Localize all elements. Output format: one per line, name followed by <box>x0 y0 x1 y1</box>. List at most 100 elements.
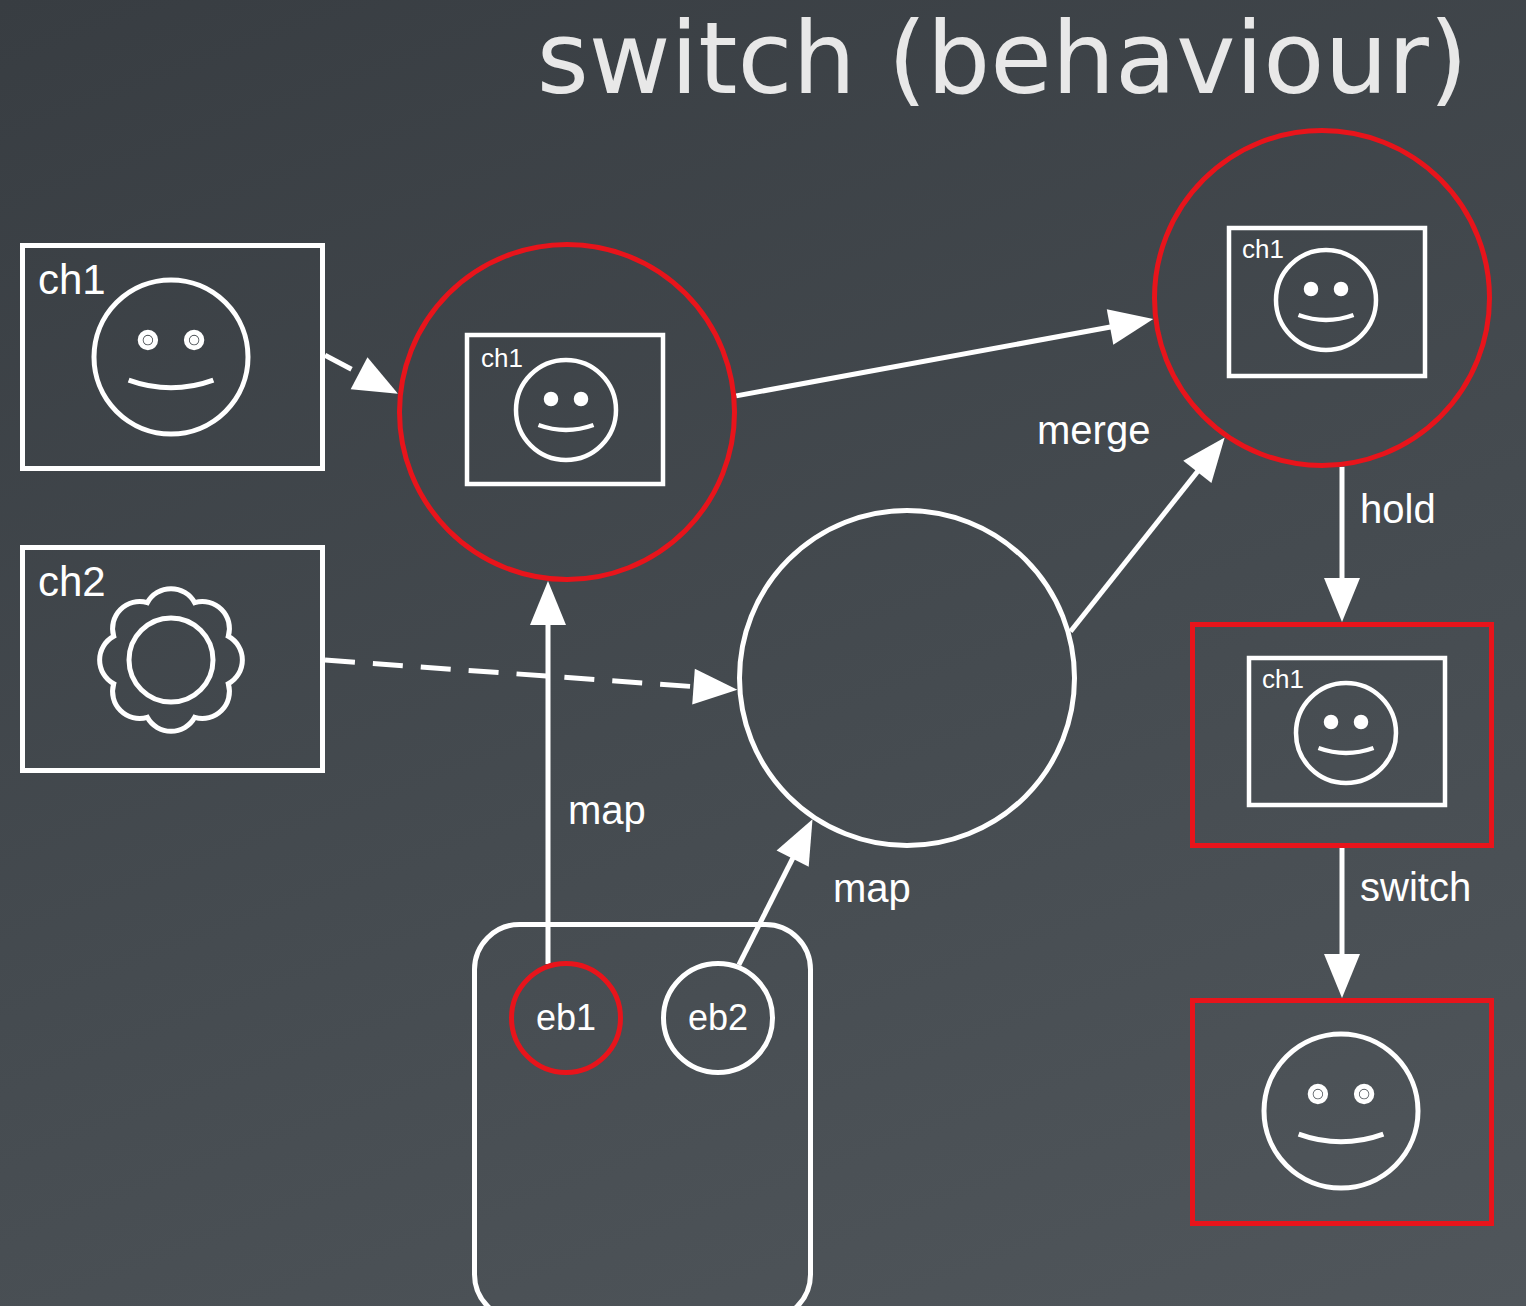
connector-line <box>325 355 364 376</box>
eye <box>576 394 586 404</box>
node-shape <box>737 508 1077 848</box>
smiley-face <box>516 360 616 460</box>
eye <box>1336 284 1346 294</box>
node-shape: ch1 <box>397 242 737 582</box>
edge-label: map <box>568 788 646 832</box>
arrowhead <box>351 357 398 393</box>
circle-outline <box>740 511 1075 846</box>
pupil <box>1310 288 1313 291</box>
face-outline <box>516 360 616 460</box>
node-shape: ch2 <box>20 545 325 773</box>
node-shape: ch1 <box>1190 622 1494 848</box>
petals <box>100 589 243 732</box>
eye <box>1326 717 1336 727</box>
connector <box>736 309 1153 396</box>
edge-label: hold <box>1360 487 1436 531</box>
pupil <box>1330 721 1333 724</box>
inner-frame <box>1249 658 1445 805</box>
arrowhead <box>692 669 737 705</box>
face-outline <box>1296 683 1396 783</box>
node-label: ch1 <box>481 344 523 373</box>
smiley-face <box>1276 250 1376 350</box>
edge-label: switch <box>1360 865 1471 909</box>
face-outline <box>94 280 248 434</box>
face-outline <box>1276 250 1376 350</box>
title: switch (behaviour) <box>537 4 1468 114</box>
arrowhead <box>1324 954 1360 998</box>
box-outline <box>23 548 323 771</box>
circle-outline <box>1155 131 1490 466</box>
pupil <box>1316 1092 1320 1096</box>
eye <box>1356 1086 1371 1101</box>
connector-line <box>1070 467 1201 631</box>
node-shape: eb1 eb2 <box>472 922 813 1306</box>
box-outline <box>23 246 323 469</box>
smile <box>129 380 214 388</box>
circle-outline <box>400 245 735 580</box>
connector <box>1070 437 1224 631</box>
node-shape <box>1190 998 1494 1226</box>
node-shape: ch1 <box>20 243 325 471</box>
arrowhead <box>1107 309 1154 344</box>
eye <box>140 332 155 347</box>
pupil <box>146 338 150 342</box>
smile <box>1319 748 1374 753</box>
smiley-face <box>1264 1034 1418 1188</box>
eye <box>186 332 201 347</box>
shape-outline <box>1152 128 1492 468</box>
face-outline <box>1264 1034 1418 1188</box>
inner-frame <box>467 335 663 484</box>
pupil <box>192 338 196 342</box>
node-shape: eb2 <box>661 961 775 1075</box>
node-label: ch1 <box>38 257 106 303</box>
box-outline <box>1193 1001 1492 1224</box>
connector <box>530 581 566 964</box>
arrowhead <box>1183 437 1224 483</box>
shape-outline <box>737 508 1077 848</box>
edge-label: map <box>833 866 911 910</box>
node-shape: ch1 <box>1152 128 1492 468</box>
box-outline <box>475 925 811 1306</box>
connector-line <box>1340 467 1345 584</box>
shape-outline <box>397 242 737 582</box>
node-label: ch1 <box>1242 235 1284 264</box>
node-shape: eb1 <box>509 961 623 1075</box>
connector-line <box>1340 848 1345 960</box>
shape-outline <box>1190 622 1494 848</box>
edge-label: merge <box>1037 408 1150 452</box>
smile <box>1299 315 1354 320</box>
node-label: ch1 <box>1262 665 1304 694</box>
flower-centre <box>129 618 213 702</box>
pupil <box>550 398 553 401</box>
connector <box>1324 848 1360 998</box>
node-label: ch2 <box>38 559 106 605</box>
connector <box>325 355 398 394</box>
connector <box>325 660 737 704</box>
pupil <box>580 398 583 401</box>
pupil <box>1362 1092 1366 1096</box>
flower-icon <box>100 589 243 732</box>
arrowhead <box>1324 578 1360 622</box>
shape-outline <box>1190 998 1494 1226</box>
smiley-face <box>94 280 248 434</box>
box-outline <box>1193 625 1492 846</box>
smile <box>539 425 594 430</box>
arrowhead <box>777 819 813 866</box>
connector-line <box>739 853 796 965</box>
smiley-face <box>1296 683 1396 783</box>
eye <box>1306 284 1316 294</box>
pupil <box>1340 288 1343 291</box>
connector-line <box>736 326 1116 396</box>
shape-outline <box>472 922 813 1306</box>
node-label: eb1 <box>509 961 623 1075</box>
connector-line <box>546 619 551 964</box>
pupil <box>1360 721 1363 724</box>
eye <box>546 394 556 404</box>
eye <box>1310 1086 1325 1101</box>
arrowhead <box>530 581 566 625</box>
eye <box>1356 717 1366 727</box>
connector-line <box>325 660 700 687</box>
node-label: eb2 <box>661 961 775 1075</box>
